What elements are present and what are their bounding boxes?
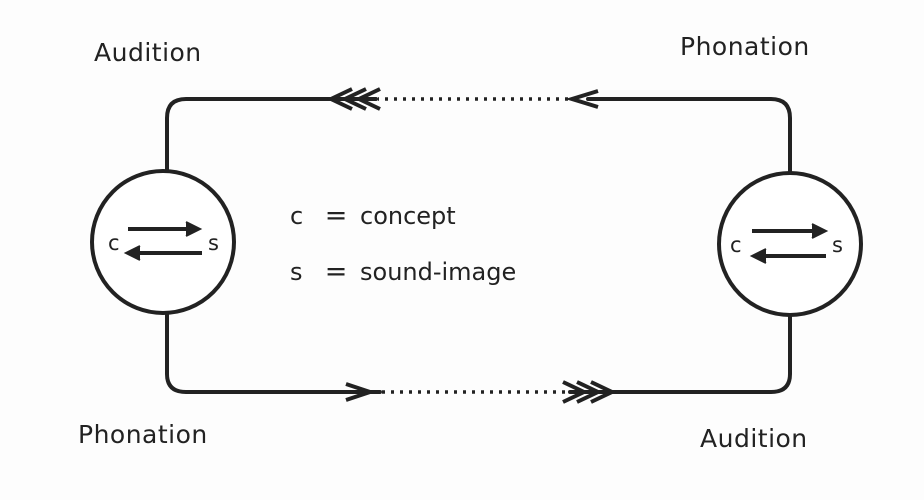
top-single-arrowhead [565,89,599,109]
legend-c-equals: = [324,200,348,231]
top-path-solid-right [586,97,792,174]
label-top-right: Phonation [680,32,810,61]
top-triple-arrowhead [326,87,381,111]
label-bottom-right: Audition [700,424,808,453]
legend-c-meaning: concept [360,202,456,230]
legend-sound-image-row: s = sound-image [290,256,516,287]
left-circle-s-letter: s [208,231,219,255]
label-bottom-left: Phonation [78,420,208,449]
bottom-path-solid-left [165,310,382,394]
bottom-single-arrowhead [345,382,377,402]
legend-s-symbol: s [290,258,303,286]
label-top-left: Audition [94,38,202,67]
legend-s-equals: = [324,256,348,287]
right-circle-c-letter: c [730,233,742,257]
legend-c-symbol: c [290,202,304,230]
bottom-path-solid-right [568,314,792,394]
legend-concept-row: c = concept [290,200,456,231]
right-speaker-circle: c s [717,171,863,317]
left-circle-c-letter: c [108,231,120,255]
left-speaker-circle: c s [90,169,236,315]
top-path-solid-left [165,97,378,174]
right-circle-s-letter: s [832,233,843,257]
bottom-triple-arrowhead [562,380,617,404]
legend-s-meaning: sound-image [360,258,517,286]
